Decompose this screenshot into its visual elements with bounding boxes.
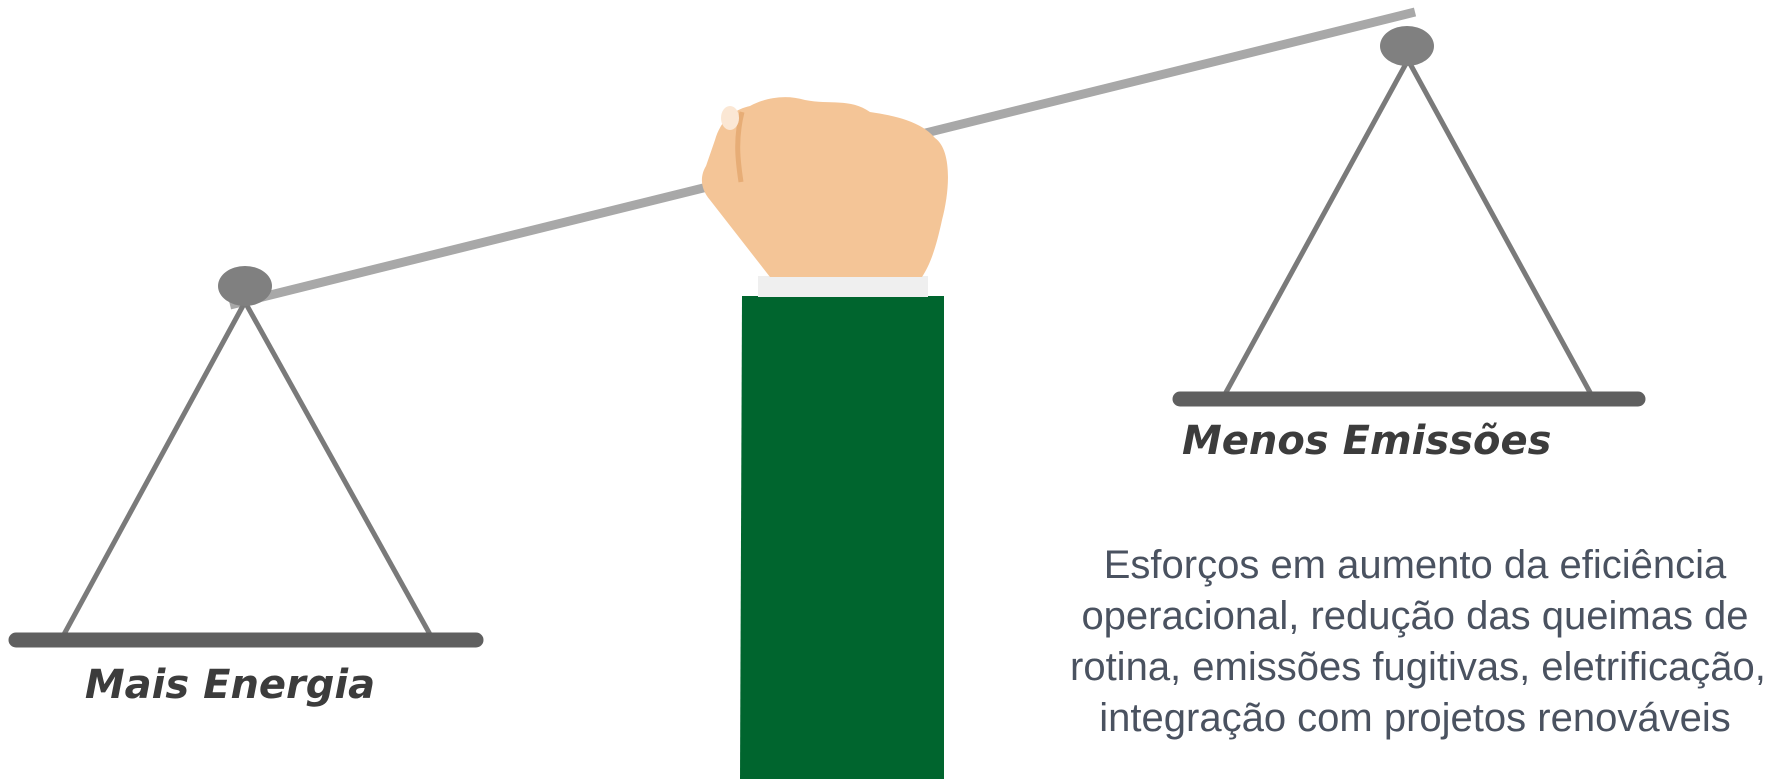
left-pivot [218, 266, 272, 306]
fist [701, 97, 948, 277]
description-line-1: Esforços em aumento da eficiência [1103, 543, 1727, 587]
right-pan-string-left [1221, 58, 1411, 398]
right-pan-string-right [1405, 58, 1595, 398]
description-text: Esforços em aumento da eficiência operac… [1070, 540, 1766, 744]
thumb-crease [735, 111, 745, 183]
raised-fist-hand-icon [701, 97, 948, 779]
right-pivot [1380, 26, 1434, 66]
left-pan-string-right [242, 300, 435, 640]
shirt-cuff [758, 276, 928, 297]
thumbnail [721, 106, 739, 130]
sleeve [740, 296, 944, 779]
left-pan-string-left [59, 300, 248, 640]
description-line-4: integração com projetos renováveis [1099, 696, 1731, 740]
description-line-2: operacional, redução das queimas de [1081, 594, 1749, 638]
more-energy-label: Mais Energia [84, 662, 376, 708]
fewer-emissions-label: Menos Emissões [1182, 418, 1552, 464]
right-pan [1172, 26, 1646, 407]
left-pan [8, 266, 484, 648]
description-line-3: rotina, emissões fugitivas, eletrificaçã… [1070, 645, 1766, 689]
